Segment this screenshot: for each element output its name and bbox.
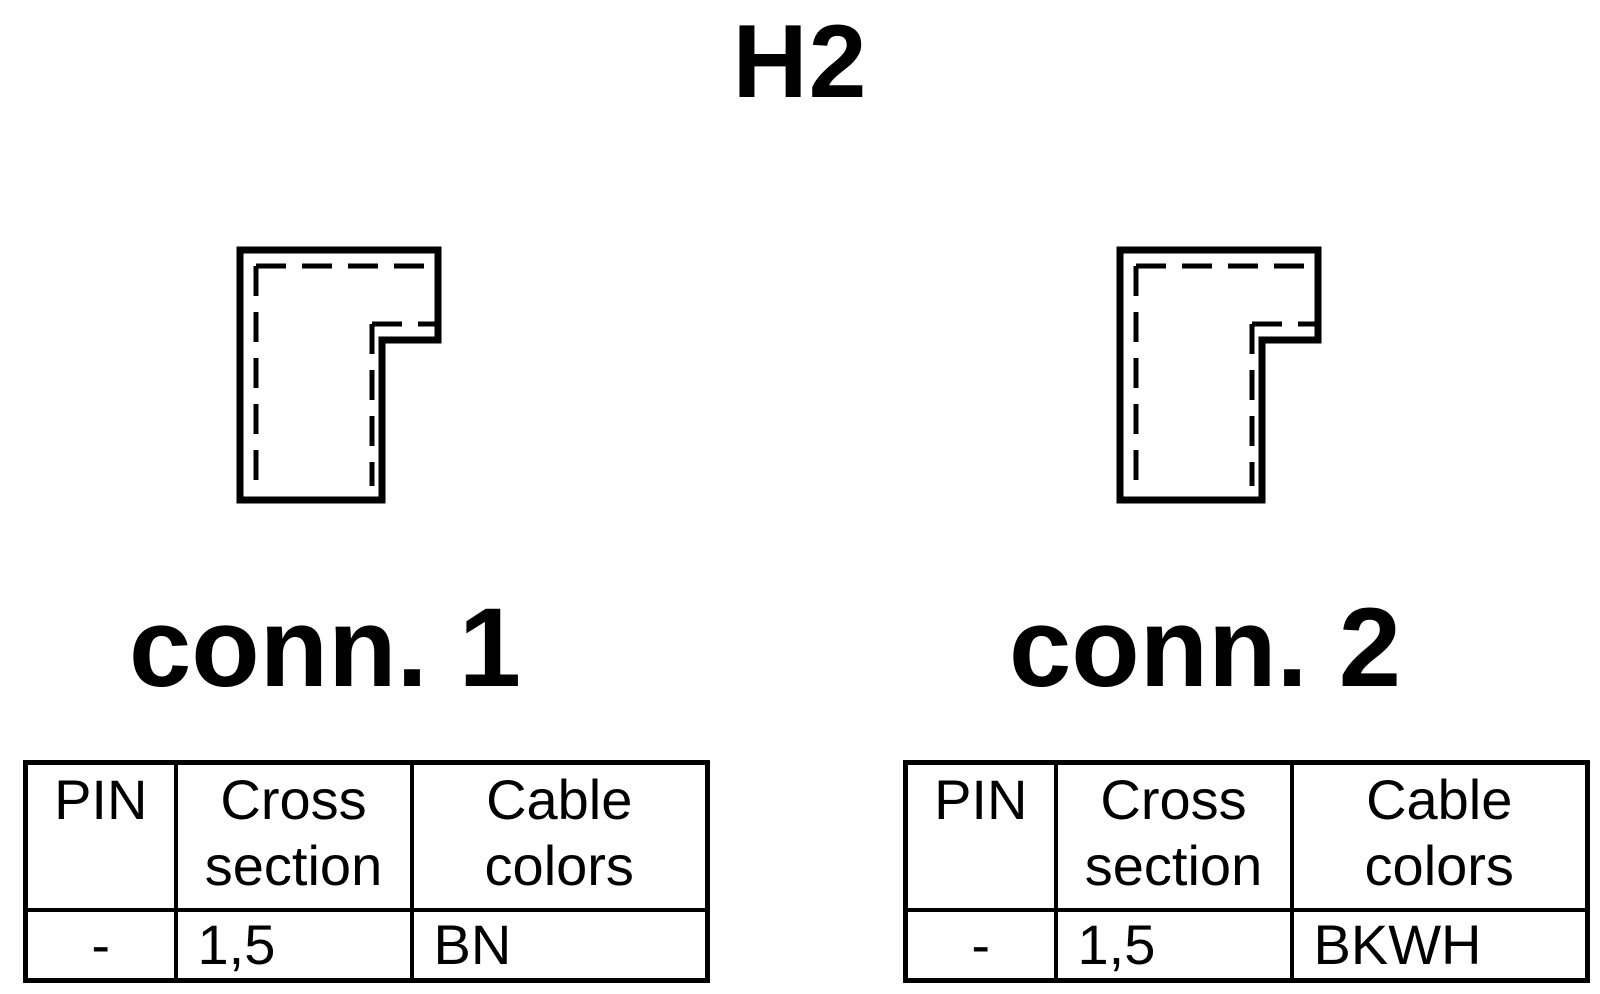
cell-cable-color: BKWH [1289,908,1590,983]
header-pin-text: PIN [54,768,148,831]
header-cross-line1: Cross [220,768,367,831]
connector-1-symbol [236,246,442,504]
connector-2-outline [1116,246,1322,504]
table-header-row: PIN Cross section Cable colors [903,760,1590,912]
header-cross-section: Cross section [1053,760,1294,912]
cell-pin: - [23,908,178,983]
connector-2-table: PIN Cross section Cable colors - 1,5 BKW… [903,760,1590,983]
cell-pin: - [903,908,1058,983]
header-cable-colors: Cable colors [1289,760,1590,912]
table-header-row: PIN Cross section Cable colors [23,760,710,912]
header-cable-colors: Cable colors [409,760,710,912]
header-pin: PIN [23,760,178,912]
connector-2-symbol [1116,246,1322,504]
header-cross-line2: section [204,834,383,897]
header-color-line1: Cable [486,768,633,831]
connector-2-inner-dashed [1133,263,1318,486]
header-pin: PIN [903,760,1058,912]
header-color-line1: Cable [1366,768,1513,831]
header-cross-line2: section [1084,834,1263,897]
connector-2-label: conn. 2 [1008,585,1402,710]
connector-1-table: PIN Cross section Cable colors - 1,5 BN [23,760,710,983]
header-cross-section: Cross section [173,760,414,912]
connector-1-outline [236,246,442,504]
table-row: - 1,5 BKWH [903,908,1590,983]
diagram-title: H2 [732,4,868,120]
header-pin-text: PIN [934,768,1028,831]
header-color-line2: colors [484,834,634,897]
header-color-line2: colors [1364,834,1514,897]
cell-cross-section: 1,5 [1053,908,1294,983]
connector-1-inner-dashed [253,263,438,486]
table-row: - 1,5 BN [23,908,710,983]
header-cross-line1: Cross [1100,768,1247,831]
cell-cross-section: 1,5 [173,908,414,983]
connector-1-label: conn. 1 [128,585,522,710]
cell-cable-color: BN [409,908,710,983]
